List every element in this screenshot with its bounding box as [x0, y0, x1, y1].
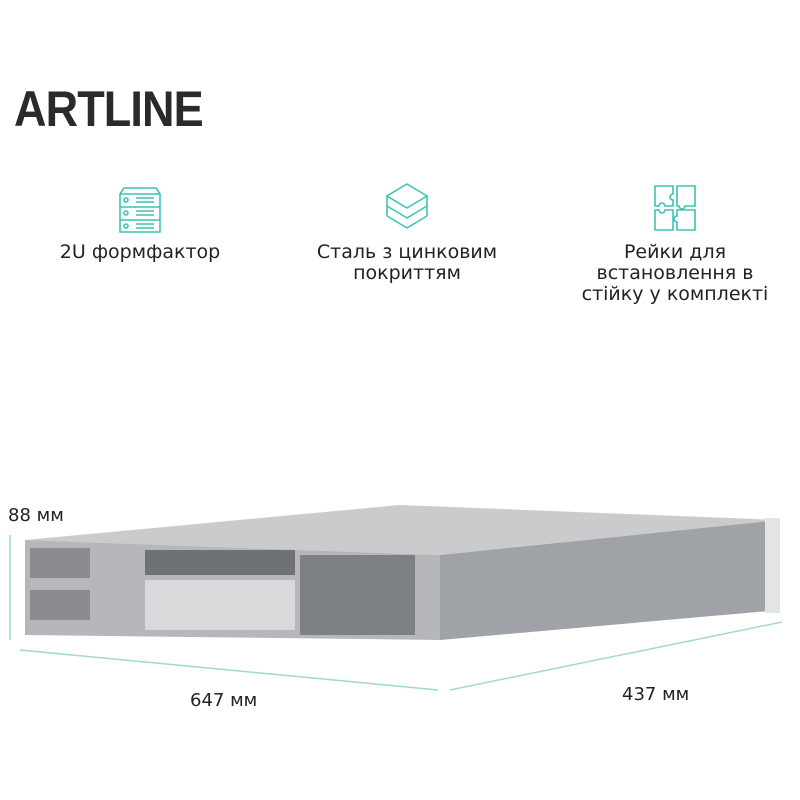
logo-text: ARTLINE [14, 81, 204, 137]
vent-grid [145, 550, 295, 575]
layers-icon [385, 183, 429, 229]
server-chassis-image [9, 505, 783, 691]
psu-2 [30, 590, 90, 620]
label-line: встановлення в [596, 262, 754, 284]
puzzle-icon [654, 185, 696, 231]
depth-dimension-line [449, 621, 783, 691]
rail-ear [765, 518, 780, 613]
io-panel [145, 580, 295, 630]
label-line: Сталь з цинковим [316, 241, 498, 263]
server-rack-icon [119, 187, 161, 233]
feature-rails: Рейки для встановлення в стійку у компле… [545, 180, 800, 305]
feature-form-factor: 2U формфактор [10, 180, 270, 263]
height-dimension: 88 мм [8, 505, 64, 526]
feature-label: Сталь з цинковим покриттям [277, 242, 537, 284]
feature-steel: Сталь з цинковим покриттям [277, 180, 537, 284]
chassis-side [440, 520, 780, 640]
psu-1 [30, 548, 90, 578]
depth-dimension: 437 мм [622, 684, 690, 705]
chassis-top [25, 505, 780, 555]
width-dimension-line [19, 649, 439, 691]
feature-label: 2U формфактор [59, 241, 221, 263]
label-line: покриттям [353, 262, 461, 284]
pcie-slots [300, 555, 415, 635]
feature-label: Рейки для встановлення в стійку у компле… [545, 242, 800, 305]
width-dimension: 647 мм [190, 690, 258, 711]
label-line: Рейки для [623, 241, 727, 263]
label-line: стійку у комплекті [581, 283, 769, 305]
artline-logo: ARTLINE [14, 81, 204, 140]
